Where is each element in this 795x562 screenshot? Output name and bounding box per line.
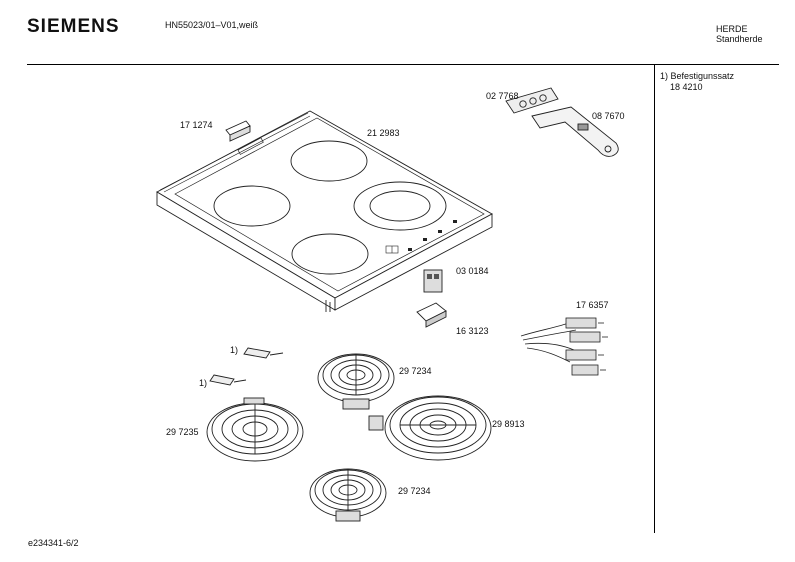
part-label-mounting-plate: 02 7768 <box>486 91 519 101</box>
part-label-switch-block: 03 0184 <box>456 266 489 276</box>
part-label-wiring-harness: 17 6357 <box>576 300 609 310</box>
cooking-zone <box>353 181 447 231</box>
heater-lower <box>309 468 387 522</box>
siemens-logo: SIEMENS <box>27 16 120 37</box>
part-label-clip-b: 1) <box>199 378 208 388</box>
part-label-clip-a: 1) <box>230 345 239 355</box>
cooking-zone <box>291 233 369 275</box>
header-divider <box>27 64 779 65</box>
cooking-zone <box>290 140 368 182</box>
note-fixing-kit: 1) Befestigunssatz <box>660 71 735 81</box>
category-subtitle: Standherde <box>716 34 763 44</box>
note-fixing-kit-number: 18 4210 <box>670 82 703 92</box>
knob-strip-part <box>225 120 251 142</box>
heater-upper <box>317 353 395 410</box>
part-label-switch-cover: 16 3123 <box>456 326 489 336</box>
cooking-zone <box>213 185 291 227</box>
wiring-harness-part <box>520 317 608 376</box>
heater-dual <box>368 395 492 461</box>
switch-parts <box>416 269 447 328</box>
bracket-parts <box>505 87 619 157</box>
part-label-heater-left: 29 7235 <box>166 427 199 437</box>
notes-divider <box>654 65 655 533</box>
part-label-cooktop-glass: 21 2983 <box>367 128 400 138</box>
fixing-clips <box>209 347 284 386</box>
part-label-heater-upper: 29 7234 <box>399 366 432 376</box>
part-label-knob-strip: 17 1274 <box>180 120 213 130</box>
part-label-heater-dual: 29 8913 <box>492 419 525 429</box>
model-number: HN55023/01–V01,weiß <box>165 20 259 30</box>
cooking-zone <box>369 190 431 222</box>
cooktop-assembly <box>156 110 493 312</box>
document-id: e234341-6/2 <box>28 538 79 548</box>
category-title: HERDE <box>716 24 748 34</box>
heater-left <box>206 397 304 462</box>
part-label-bracket: 08 7670 <box>592 111 625 121</box>
part-label-heater-lower: 29 7234 <box>398 486 431 496</box>
